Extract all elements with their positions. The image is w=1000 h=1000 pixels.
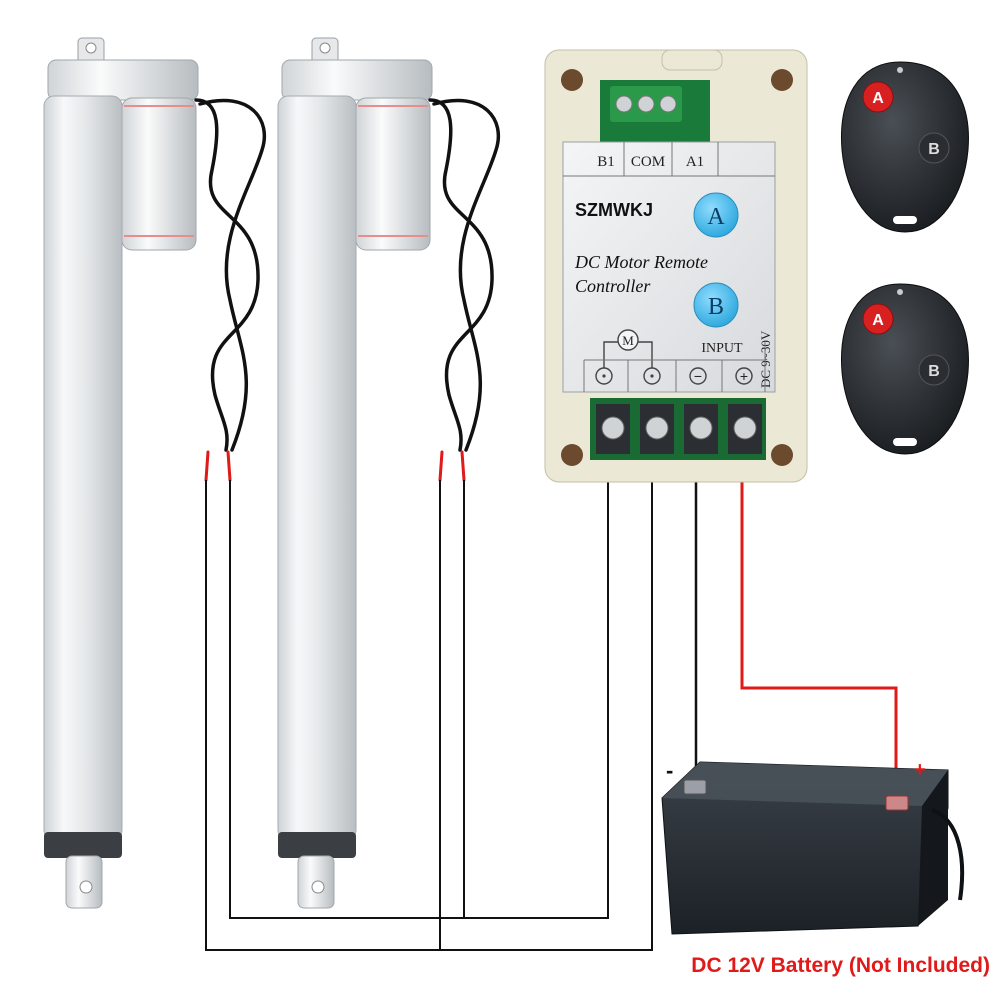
remote-fob-1: A B: [840, 61, 969, 233]
input-minus-label: −: [694, 368, 702, 384]
battery: - +: [661, 758, 965, 935]
actuator-end-cap: [44, 832, 122, 858]
actuator-tube: [277, 95, 357, 841]
actuator-tube: [43, 95, 123, 841]
mount-hole: [771, 69, 793, 91]
controller-button-a-label: A: [707, 204, 725, 230]
actuator-2-cable: [428, 98, 501, 482]
remote-button-b-label: B: [928, 363, 940, 380]
actuator-rod-hole: [311, 880, 325, 894]
screw-terminals: [596, 404, 762, 454]
motor-symbol-label: M: [622, 333, 634, 348]
linear-actuator-1: [43, 37, 199, 909]
actuator-gearbox: [47, 59, 199, 101]
linear-actuator-2: [277, 37, 433, 909]
remote-button-b: [918, 354, 950, 386]
keyring-slot: [893, 438, 917, 446]
terminal-label-com: COM: [631, 154, 665, 170]
battery-negative-terminal: [683, 779, 707, 795]
motor-terminal-2-symbol: [643, 367, 661, 385]
battery-positive-terminal: [885, 795, 909, 811]
remote-button-a: [862, 303, 894, 335]
actuator-mount-hole: [319, 42, 331, 54]
keyring-slot: [893, 216, 917, 224]
actuator-motor: [355, 97, 431, 251]
input-plus-label: +: [740, 368, 748, 384]
terminal-label-a1: A1: [686, 154, 704, 170]
mount-hole: [561, 444, 583, 466]
controller-button-a: [693, 192, 739, 238]
remote-button-b-label: B: [928, 141, 940, 158]
controller-title-line2: Controller: [575, 276, 651, 296]
controller-label-plate: [562, 141, 776, 393]
remote-fob-2: A B: [840, 283, 969, 455]
actuator-mount-hole: [85, 42, 97, 54]
input-label: INPUT: [701, 341, 743, 356]
actuator-motor: [121, 97, 197, 251]
actuator-end-cap: [278, 832, 356, 858]
battery-positive-wire: [740, 440, 898, 800]
battery-plus-label: +: [914, 759, 926, 781]
actuator-1-cable: [194, 98, 267, 482]
wire-motor-a: [205, 440, 653, 951]
mount-hole: [771, 444, 793, 466]
mount-hole: [561, 69, 583, 91]
remote-button-a-label: A: [872, 312, 884, 329]
controller-button-b-label: B: [708, 294, 724, 320]
battery-handle: [931, 808, 965, 901]
actuator-rod-hole: [79, 880, 93, 894]
remote-button-a: [862, 81, 894, 113]
remote-button-a-label: A: [872, 90, 884, 107]
wire-motor-b: [229, 440, 609, 919]
controller-button-b: [693, 282, 739, 328]
remote-button-b: [918, 132, 950, 164]
terminal-label-b1: B1: [597, 154, 615, 170]
input-plus-symbol: [735, 367, 753, 385]
motor-symbol: [617, 329, 639, 351]
input-minus-symbol: [689, 367, 707, 385]
battery-minus-label: -: [666, 758, 673, 783]
brand-name: SZMWKJ: [575, 200, 653, 220]
battery-caption: DC 12V Battery (Not Included): [691, 954, 990, 977]
actuator-gearbox: [281, 59, 433, 101]
remote-controller-box: B1 COM A1 SZMWKJ A DC Motor Remote Contr…: [544, 49, 808, 483]
controller-title-line1: DC Motor Remote: [574, 252, 708, 272]
motor-terminal-1-symbol: [595, 367, 613, 385]
motor-wiring: [205, 440, 653, 951]
